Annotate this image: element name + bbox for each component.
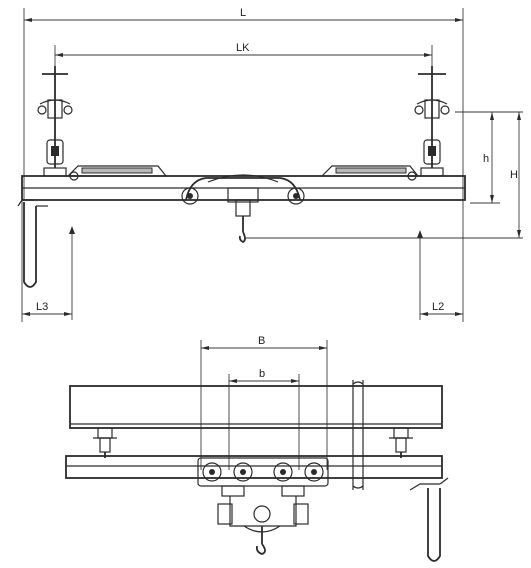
dimension-L: L: [23, 7, 464, 200]
dimension-L2: L2: [420, 200, 464, 322]
front-elevation: L LK: [17, 7, 523, 322]
label-B: B: [258, 335, 265, 347]
hoist-trolley: [181, 174, 305, 244]
label-h: h: [483, 153, 489, 165]
upper-runway-beam: [69, 385, 443, 429]
dimension-LK: LK: [54, 42, 433, 78]
break-marks: [352, 380, 364, 490]
right-end-bracket: [409, 477, 449, 562]
label-b: b: [259, 368, 265, 380]
dimension-L3: L3: [21, 200, 72, 322]
dimension-B: B: [200, 335, 328, 470]
girder-end-carriages: [66, 165, 420, 177]
trolley-wheel-blocks: [197, 457, 329, 497]
side-hoist: [217, 496, 309, 555]
label-H: H: [510, 169, 518, 181]
dimension-b: b: [228, 368, 300, 470]
side-elevation: B b: [65, 335, 449, 562]
label-L2: L2: [432, 301, 444, 313]
label-L3: L3: [36, 301, 48, 313]
hook-approach-marks: [69, 226, 423, 320]
right-suspension: [414, 66, 450, 177]
dimension-H: H: [246, 111, 523, 239]
label-LK: LK: [236, 42, 250, 54]
left-suspension: [37, 66, 73, 177]
label-L: L: [240, 7, 246, 19]
hangers: [93, 427, 413, 458]
dimension-h: h: [455, 111, 500, 204]
left-end-bracket: [17, 199, 48, 288]
lower-crane-bridge: [65, 455, 443, 479]
